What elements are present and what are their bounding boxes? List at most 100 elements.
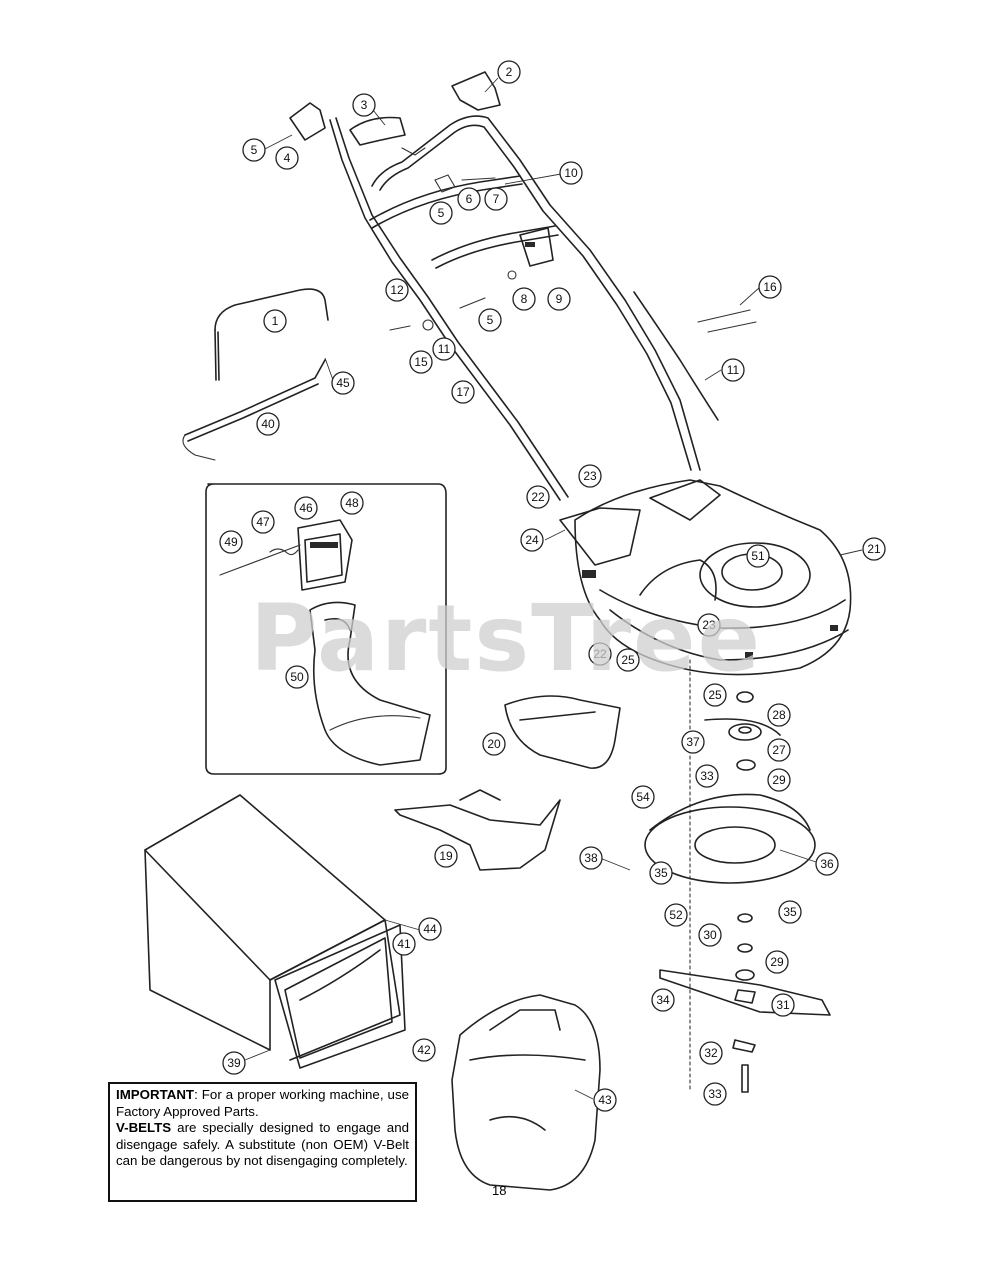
page-number: 18	[492, 1183, 507, 1198]
callout-29: 29	[767, 768, 791, 792]
svg-text:39: 39	[227, 1056, 241, 1070]
watermark-text: PartsTree	[250, 585, 762, 692]
svg-text:29: 29	[772, 773, 786, 787]
callout-30: 30	[698, 923, 722, 947]
svg-text:11: 11	[727, 363, 740, 377]
side-shield	[394, 789, 561, 871]
svg-text:45: 45	[336, 376, 350, 390]
callout-29b: 29	[765, 950, 789, 974]
callout-42: 42	[412, 1038, 436, 1062]
svg-text:7: 7	[493, 192, 500, 206]
callout-7: 7	[484, 187, 508, 211]
callout-12: 12	[385, 278, 409, 302]
svg-text:19: 19	[439, 849, 453, 863]
svg-text:42: 42	[417, 1043, 431, 1057]
svg-text:38: 38	[584, 851, 598, 865]
callout-4: 4	[275, 146, 299, 170]
callout-1: 1	[263, 309, 287, 333]
svg-text:16: 16	[763, 280, 777, 294]
callout-8: 8	[512, 287, 536, 311]
svg-text:35: 35	[783, 905, 797, 919]
svg-text:40: 40	[261, 417, 275, 431]
callout-51: 51	[746, 544, 770, 568]
svg-text:43: 43	[598, 1093, 612, 1107]
callout-23b: 23	[697, 613, 721, 637]
callout-5c: 5	[478, 308, 502, 332]
callout-52: 52	[664, 903, 688, 927]
svg-text:33: 33	[700, 769, 714, 783]
callout-47: 47	[251, 510, 275, 534]
svg-text:2: 2	[506, 65, 513, 79]
callout-17: 17	[451, 380, 475, 404]
svg-text:4: 4	[284, 151, 291, 165]
svg-text:51: 51	[751, 549, 765, 563]
svg-text:49: 49	[224, 535, 238, 549]
callout-16: 16	[758, 275, 782, 299]
control-bail	[214, 288, 329, 381]
handle-brackets	[289, 71, 554, 267]
callout-6: 6	[457, 187, 481, 211]
svg-text:27: 27	[772, 743, 786, 757]
upper-handle	[329, 115, 701, 501]
chute-inset-frame	[205, 483, 447, 775]
svg-text:46: 46	[299, 501, 313, 515]
blade-stack	[644, 659, 831, 1093]
callout-34: 34	[651, 988, 675, 1012]
svg-text:23: 23	[702, 618, 716, 632]
svg-text:20: 20	[487, 737, 501, 751]
svg-text:3: 3	[361, 98, 368, 112]
callout-10: 10	[559, 161, 583, 185]
svg-text:9: 9	[556, 292, 563, 306]
callout-11: 11	[721, 358, 745, 382]
callout-33b: 33	[703, 1082, 727, 1106]
bolts-small	[389, 270, 517, 331]
callout-48: 48	[340, 491, 364, 515]
callout-44: 44	[418, 917, 442, 941]
callout-35: 35	[649, 861, 673, 885]
svg-text:31: 31	[776, 998, 790, 1012]
svg-text:1: 1	[272, 314, 279, 328]
svg-text:52: 52	[669, 908, 683, 922]
svg-text:25: 25	[621, 653, 635, 667]
svg-text:21: 21	[867, 542, 881, 556]
callout-22: 22	[526, 485, 550, 509]
callout-5b: 5	[429, 201, 453, 225]
drive-rod	[182, 359, 326, 461]
discharge-chute	[309, 601, 431, 766]
callout-24: 24	[520, 528, 544, 552]
svg-text:17: 17	[456, 385, 470, 399]
callout-37: 37	[681, 730, 705, 754]
callout-39: 39	[222, 1051, 246, 1075]
svg-text:47: 47	[256, 515, 270, 529]
notice-heading: IMPORTANT	[116, 1087, 195, 1102]
callout-25b: 25	[703, 683, 727, 707]
rear-baffle	[504, 695, 621, 769]
callout-43: 43	[593, 1088, 617, 1112]
svg-text:12: 12	[390, 283, 404, 297]
callout-5: 5	[242, 138, 266, 162]
svg-text:6: 6	[466, 192, 473, 206]
svg-text:33: 33	[708, 1087, 722, 1101]
callout-36: 36	[815, 852, 839, 876]
notice-vbelts-label: V-BELTS	[116, 1120, 172, 1135]
callout-38: 38	[579, 846, 603, 870]
svg-text:54: 54	[636, 790, 650, 804]
svg-text:28: 28	[772, 708, 786, 722]
callout-23: 23	[578, 464, 602, 488]
callout-9: 9	[547, 287, 571, 311]
svg-text:5: 5	[251, 143, 258, 157]
svg-text:44: 44	[423, 922, 437, 936]
bag-cover	[451, 994, 601, 1191]
callout-22b: 22	[588, 642, 612, 666]
callout-21: 21	[862, 537, 886, 561]
callout-41: 41	[392, 932, 416, 956]
callout-54: 54	[631, 785, 655, 809]
svg-text:22: 22	[531, 490, 545, 504]
svg-text:36: 36	[820, 857, 834, 871]
callout-35b: 35	[778, 900, 802, 924]
callout-19: 19	[434, 844, 458, 868]
notice-line-1: : For a proper working machine, use Fact…	[116, 1087, 409, 1119]
callout-leaders	[244, 77, 863, 1100]
svg-text:23: 23	[583, 469, 597, 483]
